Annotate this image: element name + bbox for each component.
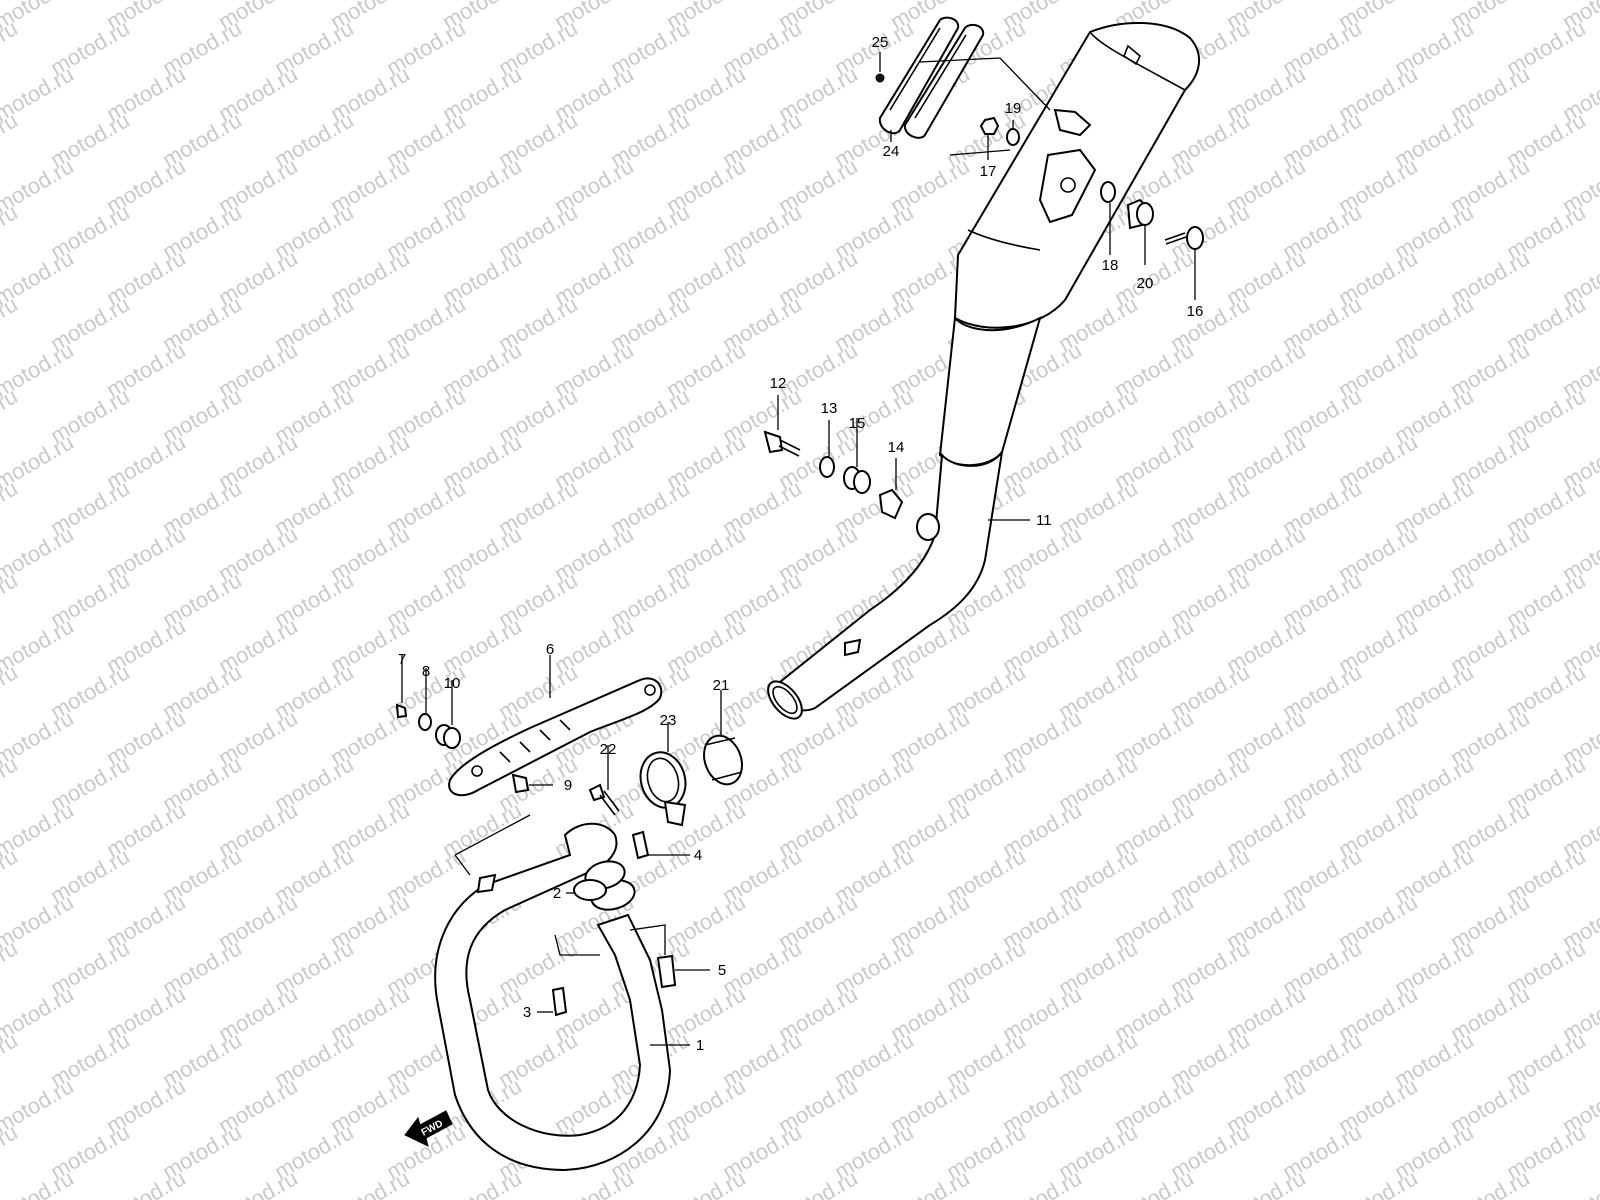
grommet-15 bbox=[843, 466, 871, 494]
callout-17: 17 bbox=[980, 163, 997, 180]
callout-15: 15 bbox=[849, 415, 866, 432]
callout-5: 5 bbox=[718, 962, 726, 979]
stud-3 bbox=[551, 986, 568, 1017]
watermark-text: motod.ru bbox=[1446, 1165, 1534, 1200]
leader-lines bbox=[401, 52, 1196, 1046]
callout-14: 14 bbox=[888, 439, 905, 456]
watermark-text: motod.ru bbox=[1558, 1165, 1600, 1200]
ref-line-muffler bbox=[919, 57, 1051, 156]
callout-22: 22 bbox=[600, 741, 617, 758]
watermark-text: motod.ru bbox=[102, 1165, 190, 1200]
callout-6: 6 bbox=[546, 641, 554, 658]
callout-10: 10 bbox=[444, 675, 461, 692]
callout-9: 9 bbox=[564, 777, 572, 794]
callout-7: 7 bbox=[398, 651, 406, 668]
nut-17 bbox=[979, 116, 1000, 135]
watermark-text: motod.ru bbox=[326, 1165, 414, 1200]
callout-25: 25 bbox=[872, 34, 889, 51]
callout-labels: 25 24 17 19 18 20 16 12 13 15 14 11 7 8 … bbox=[398, 34, 1204, 1054]
bolt-25 bbox=[875, 73, 885, 83]
callout-18: 18 bbox=[1102, 257, 1119, 274]
callout-11: 11 bbox=[1036, 512, 1052, 529]
clamp-23 bbox=[639, 751, 687, 827]
watermark-text: motod.ru bbox=[1222, 1165, 1310, 1200]
watermark-text: motod.ru bbox=[0, 1165, 78, 1200]
mid-pipe bbox=[767, 451, 1003, 720]
callout-13: 13 bbox=[821, 400, 838, 417]
bolt-16 bbox=[1164, 226, 1204, 250]
guard-plate-24 bbox=[878, 16, 985, 139]
muffler bbox=[938, 21, 1201, 467]
watermark-text: motod.ru bbox=[662, 1165, 750, 1200]
watermark-text: motod.ru bbox=[438, 1165, 526, 1200]
callout-8: 8 bbox=[422, 663, 430, 680]
ref-line-header bbox=[454, 814, 666, 956]
gasket-21 bbox=[703, 734, 743, 786]
callout-2: 2 bbox=[553, 885, 561, 902]
washer-19 bbox=[1006, 128, 1020, 146]
bolt-7 bbox=[395, 703, 408, 719]
callout-24: 24 bbox=[883, 143, 900, 160]
watermark-text: motod.ru bbox=[1110, 1165, 1198, 1200]
callout-1: 1 bbox=[696, 1037, 704, 1054]
washer-8 bbox=[418, 713, 432, 731]
callout-4: 4 bbox=[694, 847, 702, 864]
gasket-2 bbox=[573, 879, 607, 901]
watermark-text: motod.ru bbox=[214, 1165, 302, 1200]
callout-23: 23 bbox=[660, 712, 677, 729]
callout-3: 3 bbox=[523, 1004, 531, 1021]
collar-14 bbox=[878, 488, 904, 520]
stud-4 bbox=[631, 830, 650, 860]
callout-19: 19 bbox=[1005, 100, 1022, 117]
watermark-text: motod.ru bbox=[1334, 1165, 1422, 1200]
callout-20: 20 bbox=[1137, 275, 1154, 292]
watermark-text: motod.ru bbox=[886, 1165, 974, 1200]
collar-9 bbox=[511, 773, 530, 794]
callout-12: 12 bbox=[770, 375, 787, 392]
callout-16: 16 bbox=[1187, 303, 1204, 320]
washer-18 bbox=[1100, 181, 1116, 203]
callout-21: 21 bbox=[713, 677, 730, 694]
heat-shield bbox=[448, 677, 663, 797]
nut-5 bbox=[656, 954, 677, 989]
watermark-text: motod.ru bbox=[998, 1165, 1086, 1200]
bolt-22 bbox=[588, 783, 620, 816]
washer-13 bbox=[819, 456, 835, 478]
watermark-text: motod.ru bbox=[774, 1165, 862, 1200]
grommet-10 bbox=[435, 724, 461, 749]
collar-20 bbox=[1126, 198, 1154, 230]
bolt-12 bbox=[763, 430, 801, 457]
